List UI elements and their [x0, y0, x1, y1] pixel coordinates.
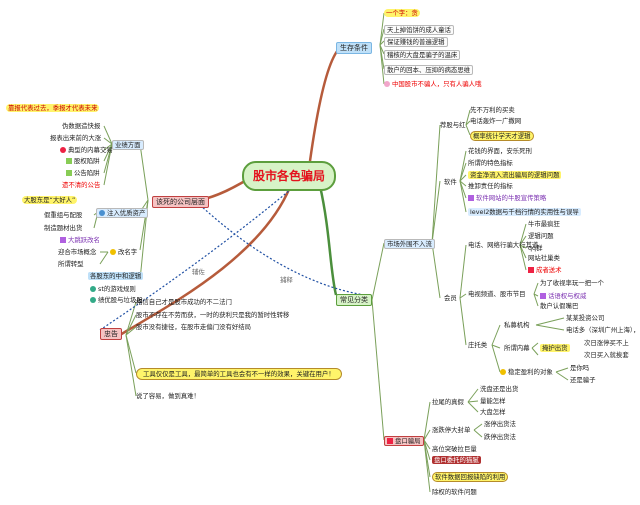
survival-item-greed[interactable]: 一个字：贪: [384, 9, 420, 17]
survival-item-china-market[interactable]: 中国股市不骗人，只有人骗人哦: [384, 80, 481, 88]
tv-item-2[interactable]: 散户认假嘴巴: [540, 302, 579, 310]
flower-icon: [384, 81, 390, 87]
phone-item-4[interactable]: 成者送术: [528, 266, 562, 274]
rename-item-1[interactable]: 所谓转型: [58, 260, 84, 268]
pan-item-0[interactable]: 高位突破拉巨量: [432, 445, 477, 453]
perf-item-5[interactable]: 遗不清的公告: [62, 181, 101, 189]
pan-pull[interactable]: 拉尾的真假: [432, 398, 464, 406]
pull-item-0[interactable]: 洗盘还是出货: [480, 385, 519, 393]
clock-icon: [90, 297, 96, 303]
insider-item-1[interactable]: 次日买入就挨套: [584, 351, 629, 359]
member-phone[interactable]: 电话、网络行骗大行其道: [468, 241, 539, 249]
private-item-1[interactable]: 电话多（深圳广州上海），良机: [566, 326, 640, 334]
pin-icon: [60, 147, 66, 153]
connector-label-1: 捕释: [280, 276, 293, 284]
company-slogan[interactable]: 靠报代表过去，季报才代表未来: [6, 104, 100, 112]
private-item-0[interactable]: 某某投资公司: [566, 314, 605, 322]
software-item-4[interactable]: 软件网站的牛股宣传策略: [468, 194, 546, 202]
pan-item-1[interactable]: 盘口委托的猫腻: [432, 456, 481, 464]
pan-item-3[interactable]: 除权的软件问题: [432, 488, 477, 496]
section-survival-conditions[interactable]: 生存条件: [336, 42, 372, 54]
phone-item-1[interactable]: 逻辑问题: [528, 232, 554, 240]
cat-market-outside[interactable]: 市场外围不入流: [384, 239, 435, 249]
recommend-item-0[interactable]: 先不万利的买卖: [470, 106, 515, 114]
software-item-2[interactable]: 资金净流入流出骗局的逻辑问题: [468, 171, 562, 179]
pull-item-2[interactable]: 大盘怎样: [480, 408, 506, 416]
phone-item-3[interactable]: 网站社巢类: [528, 254, 560, 262]
rename-note[interactable]: 大跳跃改名: [60, 236, 100, 244]
advice-item-1[interactable]: 股市不存在不劳而获，一时的获利只是我的暂时性转移: [136, 311, 290, 319]
rename-item-0[interactable]: 迎合市场概念: [58, 248, 97, 256]
company-rename[interactable]: 改名字: [110, 248, 137, 256]
survival-item-guaranteed-profit[interactable]: 保证赚钱的普遍逻辑: [384, 37, 448, 47]
flag-icon: [66, 170, 72, 176]
survival-item-pie-in-sky[interactable]: 天上掉馅饼的成人童话: [384, 25, 454, 35]
pan-zhangting[interactable]: 涨跌停大封单: [432, 426, 471, 434]
survival-item-market-hotbed[interactable]: 稽核的大盘是骗子的温床: [384, 50, 461, 60]
arrow-icon: [468, 195, 474, 201]
perf-item-1[interactable]: 报表出来前的大涨: [50, 134, 102, 142]
perf-item-4[interactable]: 公告陷阱: [66, 169, 100, 177]
advice-item-0[interactable]: 相信自己才是股市成功的不二法门: [136, 298, 232, 306]
assets-item-1[interactable]: 制造题材出货: [44, 224, 83, 232]
section-common-categories[interactable]: 常见分类: [336, 294, 372, 306]
zt-item-0[interactable]: 涨停出货法: [484, 420, 516, 428]
connector-label-0: 辅佐: [192, 268, 205, 276]
tv-item-0[interactable]: 为了收视率玩一把一个: [540, 279, 604, 287]
star-icon: [60, 237, 66, 243]
hosted-insider[interactable]: 所谓内幕: [504, 344, 530, 352]
section-advice[interactable]: 忠告: [100, 328, 122, 340]
pull-item-1[interactable]: 量能怎样: [480, 397, 506, 405]
insider-tag[interactable]: 掩护出货: [540, 344, 570, 352]
tv-item-1[interactable]: 话语权与权威: [540, 292, 586, 300]
advice-item-4[interactable]: 说了容易，做到真难！: [136, 392, 200, 400]
globe-icon: [99, 210, 105, 216]
perf-item-0[interactable]: 伪数据造快报: [62, 122, 101, 130]
cat-pan-scam[interactable]: 盘口骗局: [384, 436, 424, 446]
software-item-1[interactable]: 所谓的特色指标: [468, 159, 513, 167]
cat-member[interactable]: 会员: [444, 294, 457, 302]
cheat-item-2[interactable]: 绩优股与垃圾股: [90, 296, 143, 304]
zt-item-1[interactable]: 跌停出货法: [484, 433, 516, 441]
perf-item-3[interactable]: 股权陷阱: [66, 157, 100, 165]
pan-item-2[interactable]: 软件数据回报缺陷的利用: [432, 472, 509, 482]
member-tv[interactable]: 电视频道、股市节目: [468, 290, 526, 298]
recommend-item-2[interactable]: 概率统计学天才逻辑: [470, 131, 534, 141]
member-hosted[interactable]: 庄托类: [468, 341, 488, 349]
hosted-stable[interactable]: 稳定盈利的对象: [500, 368, 553, 376]
recommend-item-1[interactable]: 电话轰炸一广撒网: [470, 117, 522, 125]
flag-icon: [66, 158, 72, 164]
software-item-5[interactable]: level2数据与千档行情的实用性与误导: [468, 208, 581, 216]
arrow-icon: [540, 293, 546, 299]
assets-note[interactable]: 大股东是“大好人”: [22, 196, 78, 204]
center-topic[interactable]: 股市各色骗局: [242, 161, 336, 191]
smiley-icon: [110, 249, 116, 255]
stable-item-1[interactable]: 还是骗子: [570, 376, 596, 384]
marker-icon: [387, 438, 393, 444]
survival-item-retail-mindset[interactable]: 散户的回本、压抑的病态思维: [384, 65, 474, 75]
assets-item-0[interactable]: 假重组与配股: [44, 211, 83, 219]
company-performance[interactable]: 业绩方面: [112, 140, 144, 150]
advice-item-3[interactable]: 工具仅仅是工具，最简单的工具也会有不一样的效果，关键在用户！: [136, 368, 342, 380]
software-item-3[interactable]: 推卸责任的指标: [468, 182, 513, 190]
advice-item-2[interactable]: 股市没有捷径，在股市走偏门没有好结局: [136, 323, 252, 331]
cat-recommend[interactable]: 荐股与红: [440, 121, 466, 129]
hosted-private[interactable]: 私募机构: [504, 321, 530, 329]
phone-item-0[interactable]: 牛市最疯狂: [528, 220, 560, 228]
star-icon: [528, 267, 534, 273]
clock-icon: [90, 286, 96, 292]
software-item-0[interactable]: 花钱的界面，安乐死刑: [468, 147, 532, 155]
cat-software[interactable]: 软件: [444, 178, 457, 186]
phone-item-2[interactable]: qq群: [528, 244, 543, 252]
cheat-item-1[interactable]: st的游戏规则: [90, 285, 136, 293]
cheat-item-0[interactable]: 各股东的中和逻辑: [88, 272, 144, 280]
insider-item-0[interactable]: 次日涨停买不上: [584, 339, 629, 347]
company-inject-assets[interactable]: 注入优质资产: [96, 208, 149, 218]
smiley-icon: [500, 369, 506, 375]
stable-item-0[interactable]: 是你吗: [570, 364, 590, 372]
section-company-level[interactable]: 该死的公司层面: [152, 196, 209, 208]
perf-item-2[interactable]: 典型的内幕交易: [60, 146, 113, 154]
